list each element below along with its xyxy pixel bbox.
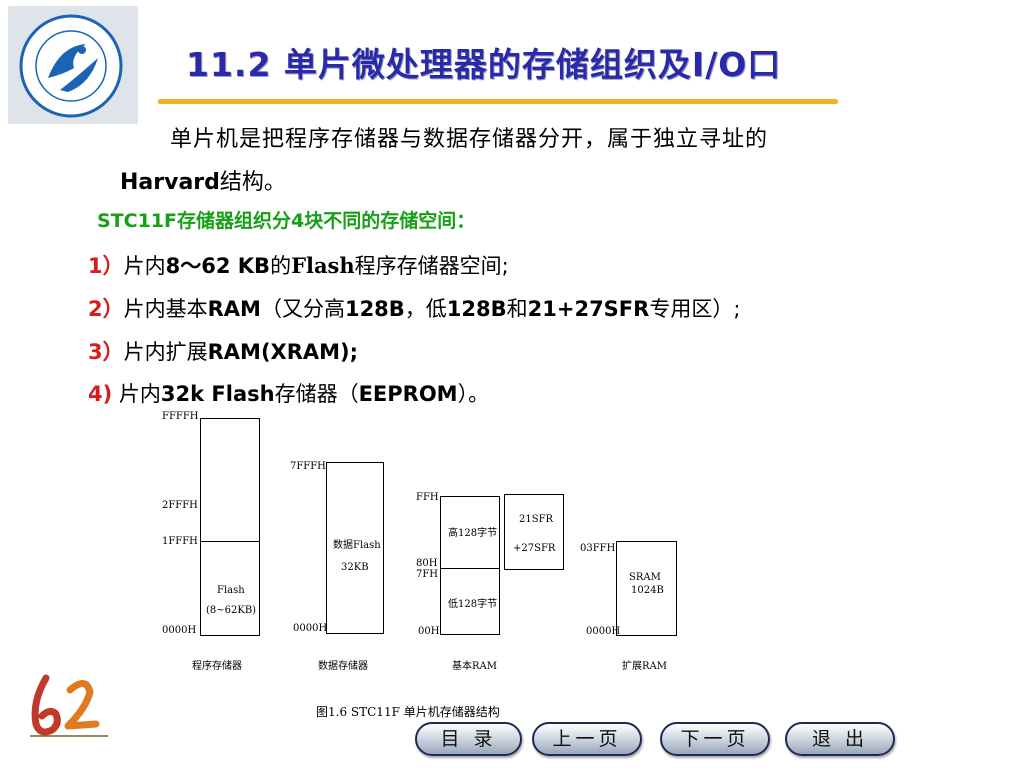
item-number: 4) <box>88 382 113 406</box>
divider <box>200 541 260 542</box>
item-text: Flash <box>291 253 355 278</box>
addr-label: 0000H <box>586 626 621 637</box>
item-text: ，低 <box>404 297 447 321</box>
addr-label: FFH <box>416 492 439 503</box>
list-item-3: 3）片内扩展RAM(XRAM); <box>88 336 358 366</box>
toc-button[interactable]: 目 录 <box>415 722 522 756</box>
item-number: 3） <box>88 340 124 364</box>
addr-label: 2FFFH <box>162 500 198 511</box>
addr-label: 7FFFH <box>290 461 326 472</box>
next-page-button[interactable]: 下一页 <box>660 722 770 756</box>
item-text: 片内扩展 <box>123 340 208 364</box>
item-text: EEPROM <box>358 382 458 406</box>
basic-ram-block <box>440 496 500 635</box>
item-text: RAM <box>207 297 261 321</box>
item-text: 片内 <box>118 382 161 406</box>
item-text: （又分高 <box>260 297 345 321</box>
sram-size: 1024B <box>631 585 664 596</box>
sfr-block <box>504 494 564 570</box>
flash-label: Flash <box>217 585 245 596</box>
figure-caption: 图1.6 STC11F 单片机存储器结构 <box>316 705 500 719</box>
low-128-label: 低128字节 <box>448 599 498 610</box>
intro-text-line1: 单片机是把程序存储器与数据存储器分开，属于独立寻址的 <box>170 127 769 152</box>
item-text: 专用区）; <box>649 297 741 321</box>
prev-page-button[interactable]: 上一页 <box>532 722 642 756</box>
extended-ram-caption: 扩展RAM <box>622 661 667 672</box>
list-item-1: 1）片内8～62 KB的Flash程序存储器空间; <box>88 250 509 280</box>
anniversary-logo-icon <box>30 674 108 737</box>
program-memory-block <box>200 418 260 636</box>
item-text: 和 <box>506 297 528 321</box>
sram-label: SRAM <box>629 572 661 583</box>
addr-label: 80H <box>416 558 438 569</box>
item-text: RAM(XRAM); <box>207 340 359 364</box>
data-flash-label: 数据Flash <box>333 540 381 551</box>
flash-range-label: (8~62KB) <box>206 605 257 616</box>
exit-button[interactable]: 退 出 <box>785 722 895 756</box>
title-underline <box>158 99 838 104</box>
data-flash-size: 32KB <box>341 562 369 573</box>
item-text: 8～62 KB <box>165 254 271 278</box>
divider <box>440 568 500 569</box>
item-text: 存储器（ <box>274 382 359 406</box>
item-text: 程序存储器空间; <box>354 254 509 278</box>
intro-text-line2: Harvard结构。 <box>120 164 286 196</box>
sfr-label: +27SFR <box>513 543 556 554</box>
program-memory-caption: 程序存储器 <box>192 661 242 672</box>
university-logo <box>8 6 138 124</box>
intro-line2-rest: 结构。 <box>219 170 286 195</box>
item-number: 1） <box>88 254 124 278</box>
item-text: 片内 <box>123 254 166 278</box>
item-text: 128B <box>446 297 507 321</box>
item-text: 32k Flash <box>160 382 275 406</box>
memory-heading: STC11F存储器组织分4块不同的存储空间： <box>97 210 476 232</box>
addr-label: FFFFH <box>162 411 199 422</box>
addr-label: 00H <box>418 626 440 637</box>
page-title: 11.2 单片微处理器的存储组织及I/O口 <box>186 45 782 84</box>
anniversary-logo <box>26 672 112 742</box>
item-text: 的 <box>270 254 292 278</box>
sfr-label: 21SFR <box>519 514 554 525</box>
item-number: 2） <box>88 297 124 321</box>
addr-label: 03FFH <box>580 543 616 554</box>
extended-ram-block <box>616 541 677 636</box>
data-memory-block <box>326 462 384 634</box>
addr-label: 0000H <box>293 623 328 634</box>
list-item-2: 2）片内基本RAM（又分高128B，低128B和21+27SFR专用区）; <box>88 293 740 323</box>
item-text: 128B <box>344 297 405 321</box>
addr-label: 0000H <box>162 625 197 636</box>
addr-label: 7FH <box>416 569 439 580</box>
basic-ram-caption: 基本RAM <box>452 661 497 672</box>
addr-label: 1FFFH <box>162 536 198 547</box>
high-128-label: 高128字节 <box>448 528 498 539</box>
list-item-4: 4) 片内32k Flash存储器（EEPROM）。 <box>88 378 489 408</box>
data-memory-caption: 数据存储器 <box>318 661 368 672</box>
harvard-term: Harvard <box>120 170 220 195</box>
item-text: 21+27SFR <box>527 297 650 321</box>
item-text: ）。 <box>457 382 490 406</box>
item-text: 片内基本 <box>123 297 208 321</box>
university-seal-icon <box>19 14 123 118</box>
